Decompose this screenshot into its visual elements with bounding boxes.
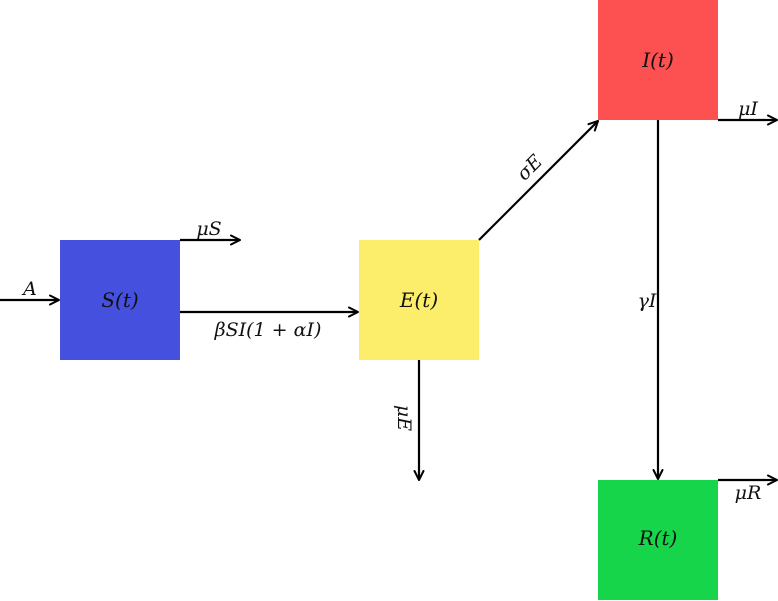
compartment-s-box <box>60 240 180 360</box>
label-inflow: A <box>21 278 37 300</box>
compartment-r-box <box>598 480 718 600</box>
label-s-to-e: βSI(1 + αI) <box>214 319 322 341</box>
compartment-e: E(t) <box>359 240 479 360</box>
compartment-r: R(t) <box>598 480 718 600</box>
label-i-death: μI <box>738 98 758 120</box>
compartment-r-label: R(t) <box>638 526 678 550</box>
compartment-s: S(t) <box>60 240 180 360</box>
label-e-death: μE <box>393 405 415 431</box>
compartment-e-box <box>359 240 479 360</box>
label-e-to-i: σE <box>512 150 547 185</box>
label-s-death: μS <box>196 218 221 240</box>
compartment-i-label: I(t) <box>641 48 674 72</box>
compartment-i-box <box>598 0 718 120</box>
label-i-to-r: γI <box>638 290 657 312</box>
compartment-s-label: S(t) <box>101 288 138 312</box>
label-r-death: μR <box>735 482 762 504</box>
compartment-i: I(t) <box>598 0 718 120</box>
compartment-e-label: E(t) <box>399 288 438 312</box>
arrow-e-to-i <box>478 120 599 241</box>
